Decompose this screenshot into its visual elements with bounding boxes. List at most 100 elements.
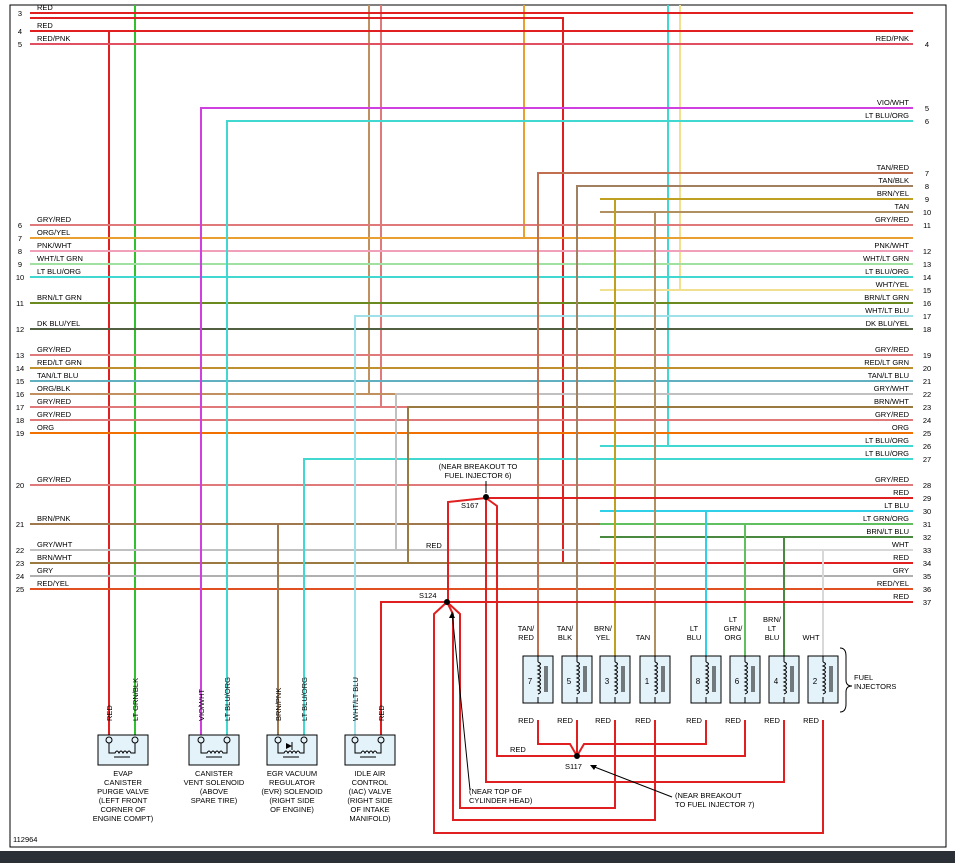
wire-label: DK BLU/YEL xyxy=(37,319,80,328)
wire-label: ORG xyxy=(892,423,909,432)
window-bottom-bar xyxy=(0,851,955,863)
wire-label: BRN/LT BLU xyxy=(866,527,909,536)
injector-wire-label: WHT xyxy=(802,633,819,642)
pin-label: WHT/LT BLU xyxy=(351,677,360,721)
fuel-injectors-label: FUEL INJECTORS xyxy=(854,673,896,691)
pin-number: 33 xyxy=(923,546,931,555)
wire-label: WHT/LT GRN xyxy=(863,254,909,263)
injector-wire-label: TAN/ xyxy=(518,624,535,633)
pin-number: 20 xyxy=(923,364,931,373)
pin-number: 14 xyxy=(923,273,931,282)
component-name: (RIGHT SIDE xyxy=(269,796,314,805)
pin-number: 12 xyxy=(923,247,931,256)
injector-wire-label: LT xyxy=(729,615,738,624)
wire-label: GRY/RED xyxy=(37,345,72,354)
wire-label: VIO/WHT xyxy=(877,98,909,107)
wire-label: GRY/RED xyxy=(37,410,72,419)
pin-number: 22 xyxy=(923,390,931,399)
wire-label: LT BLU/ORG xyxy=(865,111,909,120)
injector-number: 6 xyxy=(735,677,740,686)
pin-number: 16 xyxy=(923,299,931,308)
pin-number: 8 xyxy=(18,247,22,256)
pin-number: 9 xyxy=(925,195,929,204)
pin-number: 30 xyxy=(923,507,931,516)
pin-label: RED xyxy=(105,705,114,721)
pin-number: 21 xyxy=(16,520,24,529)
wire-label: GRY/WHT xyxy=(37,540,73,549)
injector-number: 8 xyxy=(696,677,701,686)
splice-points xyxy=(444,481,673,798)
wire-label: RED xyxy=(37,3,53,12)
pin-label: LT GRN/BLK xyxy=(131,678,140,721)
figure-id: 112964 xyxy=(13,835,37,844)
injector-power-label: RED xyxy=(518,716,534,725)
s117-label: S117 xyxy=(565,762,582,771)
component-name: REGULATOR xyxy=(269,778,316,787)
pin-number: 19 xyxy=(923,351,931,360)
s167-note: (NEAR BREAKOUT TO xyxy=(439,462,518,471)
wire-label: WHT/LT BLU xyxy=(865,306,909,315)
component-name: CORNER OF xyxy=(101,805,146,814)
red-wire-label: RED xyxy=(510,745,526,754)
wire-label: TAN/RED xyxy=(877,163,910,172)
pin-number: 16 xyxy=(16,390,24,399)
s124-note: CYLINDER HEAD) xyxy=(469,796,533,805)
injector-number: 3 xyxy=(605,677,610,686)
s117-note: TO FUEL INJECTOR 7) xyxy=(675,800,755,809)
injector-number: 5 xyxy=(567,677,572,686)
s124-label: S124 xyxy=(419,591,437,600)
wire-label: BRN/YEL xyxy=(877,189,909,198)
wire-label: RED xyxy=(893,553,909,562)
pin-number: 10 xyxy=(923,208,931,217)
component-wires xyxy=(30,107,913,834)
injector-wire-label: TAN xyxy=(636,633,650,642)
wire-label: RED xyxy=(893,592,909,601)
pin-number: 20 xyxy=(16,481,24,490)
harness-row-right: RED/LT GRN 20 xyxy=(600,358,931,373)
wire-label: TAN/BLK xyxy=(878,176,909,185)
pin-number: 27 xyxy=(923,455,931,464)
injector-wire-label: BRN/ xyxy=(763,615,782,624)
wire-label: GRY/RED xyxy=(875,215,910,224)
injector-wire-label: TAN/ xyxy=(557,624,574,633)
component-name: OF ENGINE) xyxy=(270,805,314,814)
pin-number: 4 xyxy=(18,27,22,36)
wire-label: RED/LT GRN xyxy=(864,358,909,367)
pin-number: 17 xyxy=(16,403,24,412)
pin-number: 35 xyxy=(923,572,931,581)
injector-power-label: RED xyxy=(686,716,702,725)
pin-number: 19 xyxy=(16,429,24,438)
pin-number: 10 xyxy=(16,273,24,282)
pin-number: 18 xyxy=(923,325,931,334)
pin-number: 32 xyxy=(923,533,931,542)
wire-label: BRN/WHT xyxy=(37,553,72,562)
harness-row-left: RED 3 xyxy=(18,3,913,18)
pin-number: 15 xyxy=(16,377,24,386)
injector-power-label: RED xyxy=(595,716,611,725)
pin-number: 7 xyxy=(18,234,22,243)
fuel-injectors: 7TAN/REDRED5TAN/BLKRED3BRN/YELRED1TANRED… xyxy=(518,615,839,725)
pin-number: 15 xyxy=(923,286,931,295)
pin-number: 3 xyxy=(18,9,22,18)
injector-wire-label: ORG xyxy=(724,633,741,642)
injector-number: 1 xyxy=(645,677,650,686)
pin-number: 9 xyxy=(18,260,22,269)
wire-label: BRN/LT GRN xyxy=(864,293,909,302)
pin-label: RED xyxy=(377,705,386,721)
injector-power-label: RED xyxy=(557,716,573,725)
wire-label: DK BLU/YEL xyxy=(866,319,909,328)
